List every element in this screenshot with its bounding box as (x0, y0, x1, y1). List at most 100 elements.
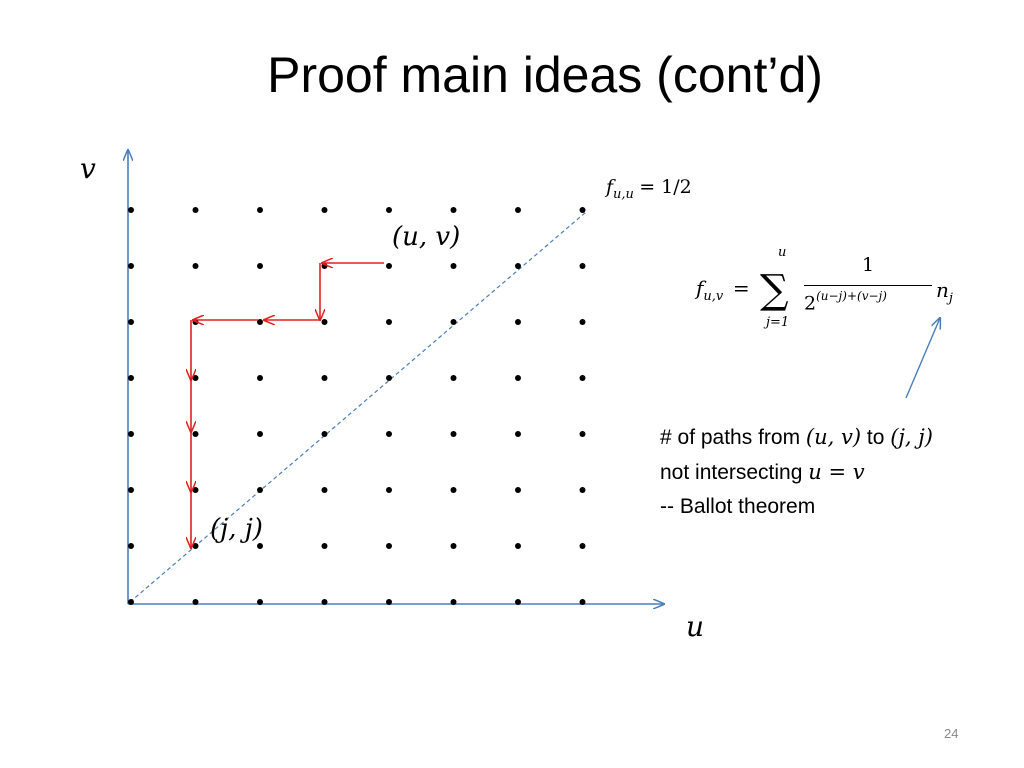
lattice-dot (386, 431, 392, 437)
lattice-dot (579, 487, 586, 493)
diagonal-line (129, 211, 587, 603)
lattice-dot (515, 599, 521, 605)
lattice-dot (257, 263, 263, 269)
lattice-dot (192, 375, 199, 381)
note-line-2: not intersecting u = v (660, 455, 933, 490)
lattice-dot (128, 543, 134, 549)
lattice-dot (579, 263, 586, 269)
lattice-dot (515, 207, 521, 213)
point-uv-label: (u, v) (392, 222, 461, 252)
lattice-dot (257, 207, 263, 213)
lattice-dot (579, 375, 586, 381)
lattice-dot (450, 263, 457, 269)
lattice-dot (192, 263, 199, 269)
note-pointer-arrow (905, 318, 940, 399)
slide-title: Proof main ideas (cont’d) (267, 47, 823, 103)
lattice-dot (515, 543, 521, 549)
fuv-lhs-sub: u,v (703, 289, 724, 304)
note-line1-from: (u, v) (805, 425, 862, 449)
lattice-dot (192, 487, 199, 493)
lattice-dot (128, 431, 134, 437)
note-line-3: -- Ballot theorem (660, 495, 816, 518)
lattice-dot (386, 319, 392, 325)
lattice-dot (257, 319, 263, 325)
lattice-dot (450, 319, 457, 325)
lattice-dot (128, 599, 134, 605)
fuu-rhs: = 1/2 (639, 176, 692, 198)
note-line2-math: u = v (808, 460, 865, 484)
lattice-dot (450, 431, 457, 437)
note-line1-mid: to (861, 426, 891, 449)
lattice-dot (386, 487, 392, 493)
term-nj: nj (936, 280, 953, 305)
lattice-dot (192, 543, 199, 549)
denominator-exponent: (u−j)+(v−j) (816, 289, 887, 303)
note-line2-prefix: not intersecting (660, 461, 809, 484)
formula-fuu: fu,u = 1/2 (606, 178, 692, 201)
lattice-dot (515, 263, 521, 269)
note-line-1: # of paths from (u, v) to (j, j) (660, 420, 933, 455)
lattice-dot (257, 599, 263, 605)
fuv-lhs: f (696, 276, 704, 300)
ballot-note: # of paths from (u, v) to (j, j) not int… (660, 420, 933, 524)
lattice-dot (515, 375, 521, 381)
lattice-dot (257, 431, 263, 437)
fuu-lhs: f (606, 176, 614, 198)
lattice-dot (321, 431, 328, 437)
lattice-dot (450, 599, 457, 605)
path-arrows (191, 263, 384, 548)
lattice-dot (386, 599, 392, 605)
sum-sign: ∑ (760, 267, 789, 313)
lattice-dot (257, 487, 263, 493)
lattice-dot (450, 487, 457, 493)
lattice-dot (386, 375, 392, 381)
x-axis-label: u (686, 610, 705, 643)
term-n: n (936, 278, 949, 302)
lattice-dot (579, 543, 586, 549)
note-line1-prefix: # of paths from (660, 426, 806, 449)
lattice-dot (128, 487, 134, 493)
lattice-dot (321, 599, 328, 605)
fraction-bar (804, 285, 932, 286)
lattice-dot (386, 207, 392, 213)
formula-fuv-lhs: fu,v = (696, 278, 750, 303)
lattice-dot (386, 263, 392, 269)
point-jj-label: (j, j) (210, 514, 263, 544)
lattice-dot (192, 599, 199, 605)
lattice-dot (321, 207, 328, 213)
lattice-dot (192, 207, 199, 213)
lattice-dots (128, 207, 586, 605)
lattice-dot (128, 207, 134, 213)
lattice-dot (515, 487, 521, 493)
fuu-lhs-sub: u,u (613, 186, 634, 202)
lattice-dot (579, 599, 586, 605)
fraction-denominator: 2(u−j)+(v−j) (804, 289, 887, 315)
page-number: 24 (944, 726, 959, 741)
sum-lower: j=1 (766, 315, 790, 330)
y-axis-label: v (80, 152, 96, 185)
lattice-dot (321, 543, 328, 549)
lattice-dot (450, 375, 457, 381)
lattice-dot (128, 319, 134, 325)
lattice-dot (321, 487, 328, 493)
lattice-dot (386, 543, 392, 549)
lattice-dot (450, 543, 457, 549)
fraction-numerator: 1 (862, 254, 875, 276)
fuv-equals: = (732, 276, 750, 300)
term-sub: j (948, 291, 953, 306)
lattice-dot (515, 319, 521, 325)
lattice-dot (257, 375, 263, 381)
lattice-dot (128, 375, 134, 381)
lattice-dot (192, 431, 199, 437)
note-line1-to: (j, j) (890, 425, 933, 449)
sum-upper: u (778, 245, 787, 260)
lattice-dot (515, 431, 521, 437)
lattice-dot (321, 319, 328, 325)
denominator-base: 2 (804, 292, 817, 315)
lattice-dot (450, 207, 457, 213)
lattice-dot (579, 207, 586, 213)
lattice-dot (321, 375, 328, 381)
lattice-dot (128, 263, 134, 269)
